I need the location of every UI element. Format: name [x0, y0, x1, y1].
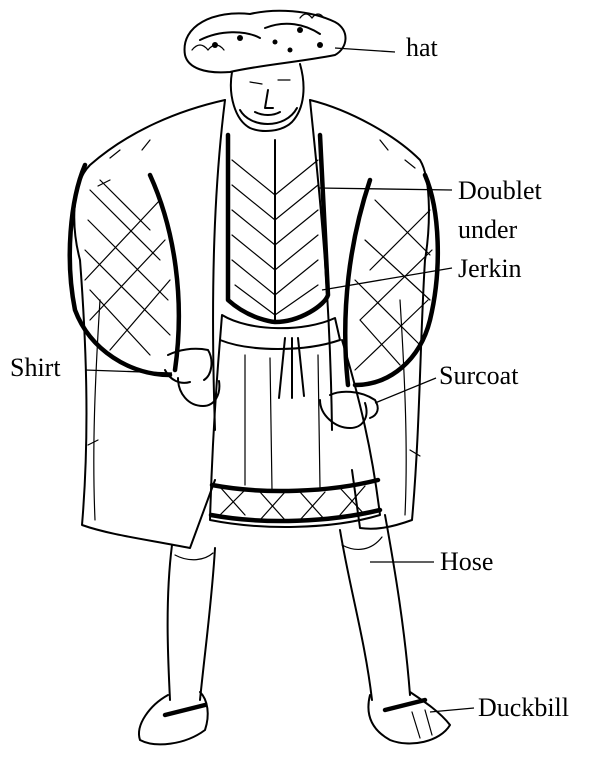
label-surcoat: Surcoat — [439, 361, 518, 391]
hat-drawing — [185, 11, 346, 73]
label-hat: hat — [406, 33, 438, 63]
duckbill-shoes-drawing — [139, 692, 450, 744]
hose-drawing — [168, 515, 410, 700]
leader-surcoat — [375, 378, 436, 403]
leader-jerkin — [322, 268, 452, 290]
label-doublet-line3: Jerkin — [458, 254, 522, 284]
label-doublet-line2: under — [458, 215, 517, 245]
label-doublet-line1: Doublet — [458, 176, 542, 206]
label-shirt: Shirt — [10, 353, 61, 383]
label-hose: Hose — [440, 547, 493, 577]
leader-hat — [335, 48, 395, 52]
leader-shirt — [85, 370, 172, 373]
doublet-drawing — [228, 135, 328, 322]
label-duckbill: Duckbill — [478, 693, 569, 723]
sleeves-drawing — [70, 165, 438, 385]
head-drawing — [231, 64, 304, 131]
